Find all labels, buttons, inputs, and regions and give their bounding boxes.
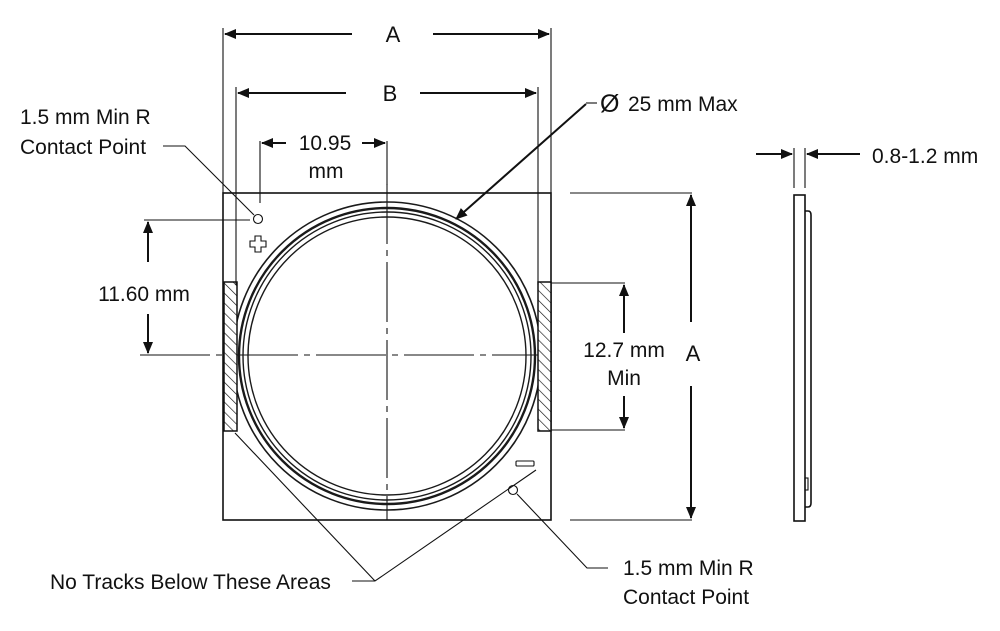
offset-y-label: 11.60 mm <box>98 283 190 306</box>
callout-bottom-contact: 1.5 mm Min R Contact Point <box>516 493 754 609</box>
contact-point-positive <box>252 213 264 225</box>
dimension-contact-offset-x: 10.95 mm <box>259 132 388 203</box>
thickness-label: 0.8-1.2 mm <box>872 145 978 168</box>
dimension-contact-offset-y: 11.60 mm <box>98 219 250 354</box>
top-view <box>140 184 552 521</box>
dimension-b-label: B <box>383 81 398 106</box>
keepout-label: No Tracks Below These Areas <box>50 571 331 594</box>
contact-point-negative <box>507 484 519 496</box>
dimension-b-horizontal: B <box>235 81 539 285</box>
dimension-a-horizontal: A <box>222 22 552 193</box>
pad-length-value: 12.7 mm <box>583 339 665 362</box>
diameter-label: 25 mm Max <box>628 93 738 116</box>
diameter-symbol: Ø <box>600 90 619 118</box>
dimension-a-vertical-label: A <box>686 341 701 366</box>
pad-length-qualifier: Min <box>607 367 641 390</box>
side-board-profile <box>793 194 806 522</box>
callout-keepout: No Tracks Below These Areas <box>50 432 537 594</box>
bottom-contact-line2: Contact Point <box>623 586 749 609</box>
callout-top-contact: 1.5 mm Min R Contact Point <box>20 106 255 216</box>
top-contact-line2: Contact Point <box>20 136 146 159</box>
top-contact-line1: 1.5 mm Min R <box>20 106 151 129</box>
side-lens-profile <box>805 210 812 508</box>
callout-diameter: Ø 25 mm Max <box>455 90 738 220</box>
keepout-pad-right <box>537 281 552 432</box>
dimension-a-vertical: A <box>570 192 701 521</box>
dimension-pad-length: 12.7 mm Min <box>551 282 665 431</box>
negative-polarity-icon <box>515 460 535 467</box>
positive-polarity-icon <box>249 235 267 253</box>
dimension-a-label: A <box>386 22 401 47</box>
offset-x-unit: mm <box>309 160 344 183</box>
side-view: 0.8-1.2 mm <box>756 145 978 522</box>
keepout-pad-left <box>223 281 238 432</box>
offset-x-value: 10.95 <box>299 132 352 155</box>
bottom-contact-line1: 1.5 mm Min R <box>623 557 754 580</box>
